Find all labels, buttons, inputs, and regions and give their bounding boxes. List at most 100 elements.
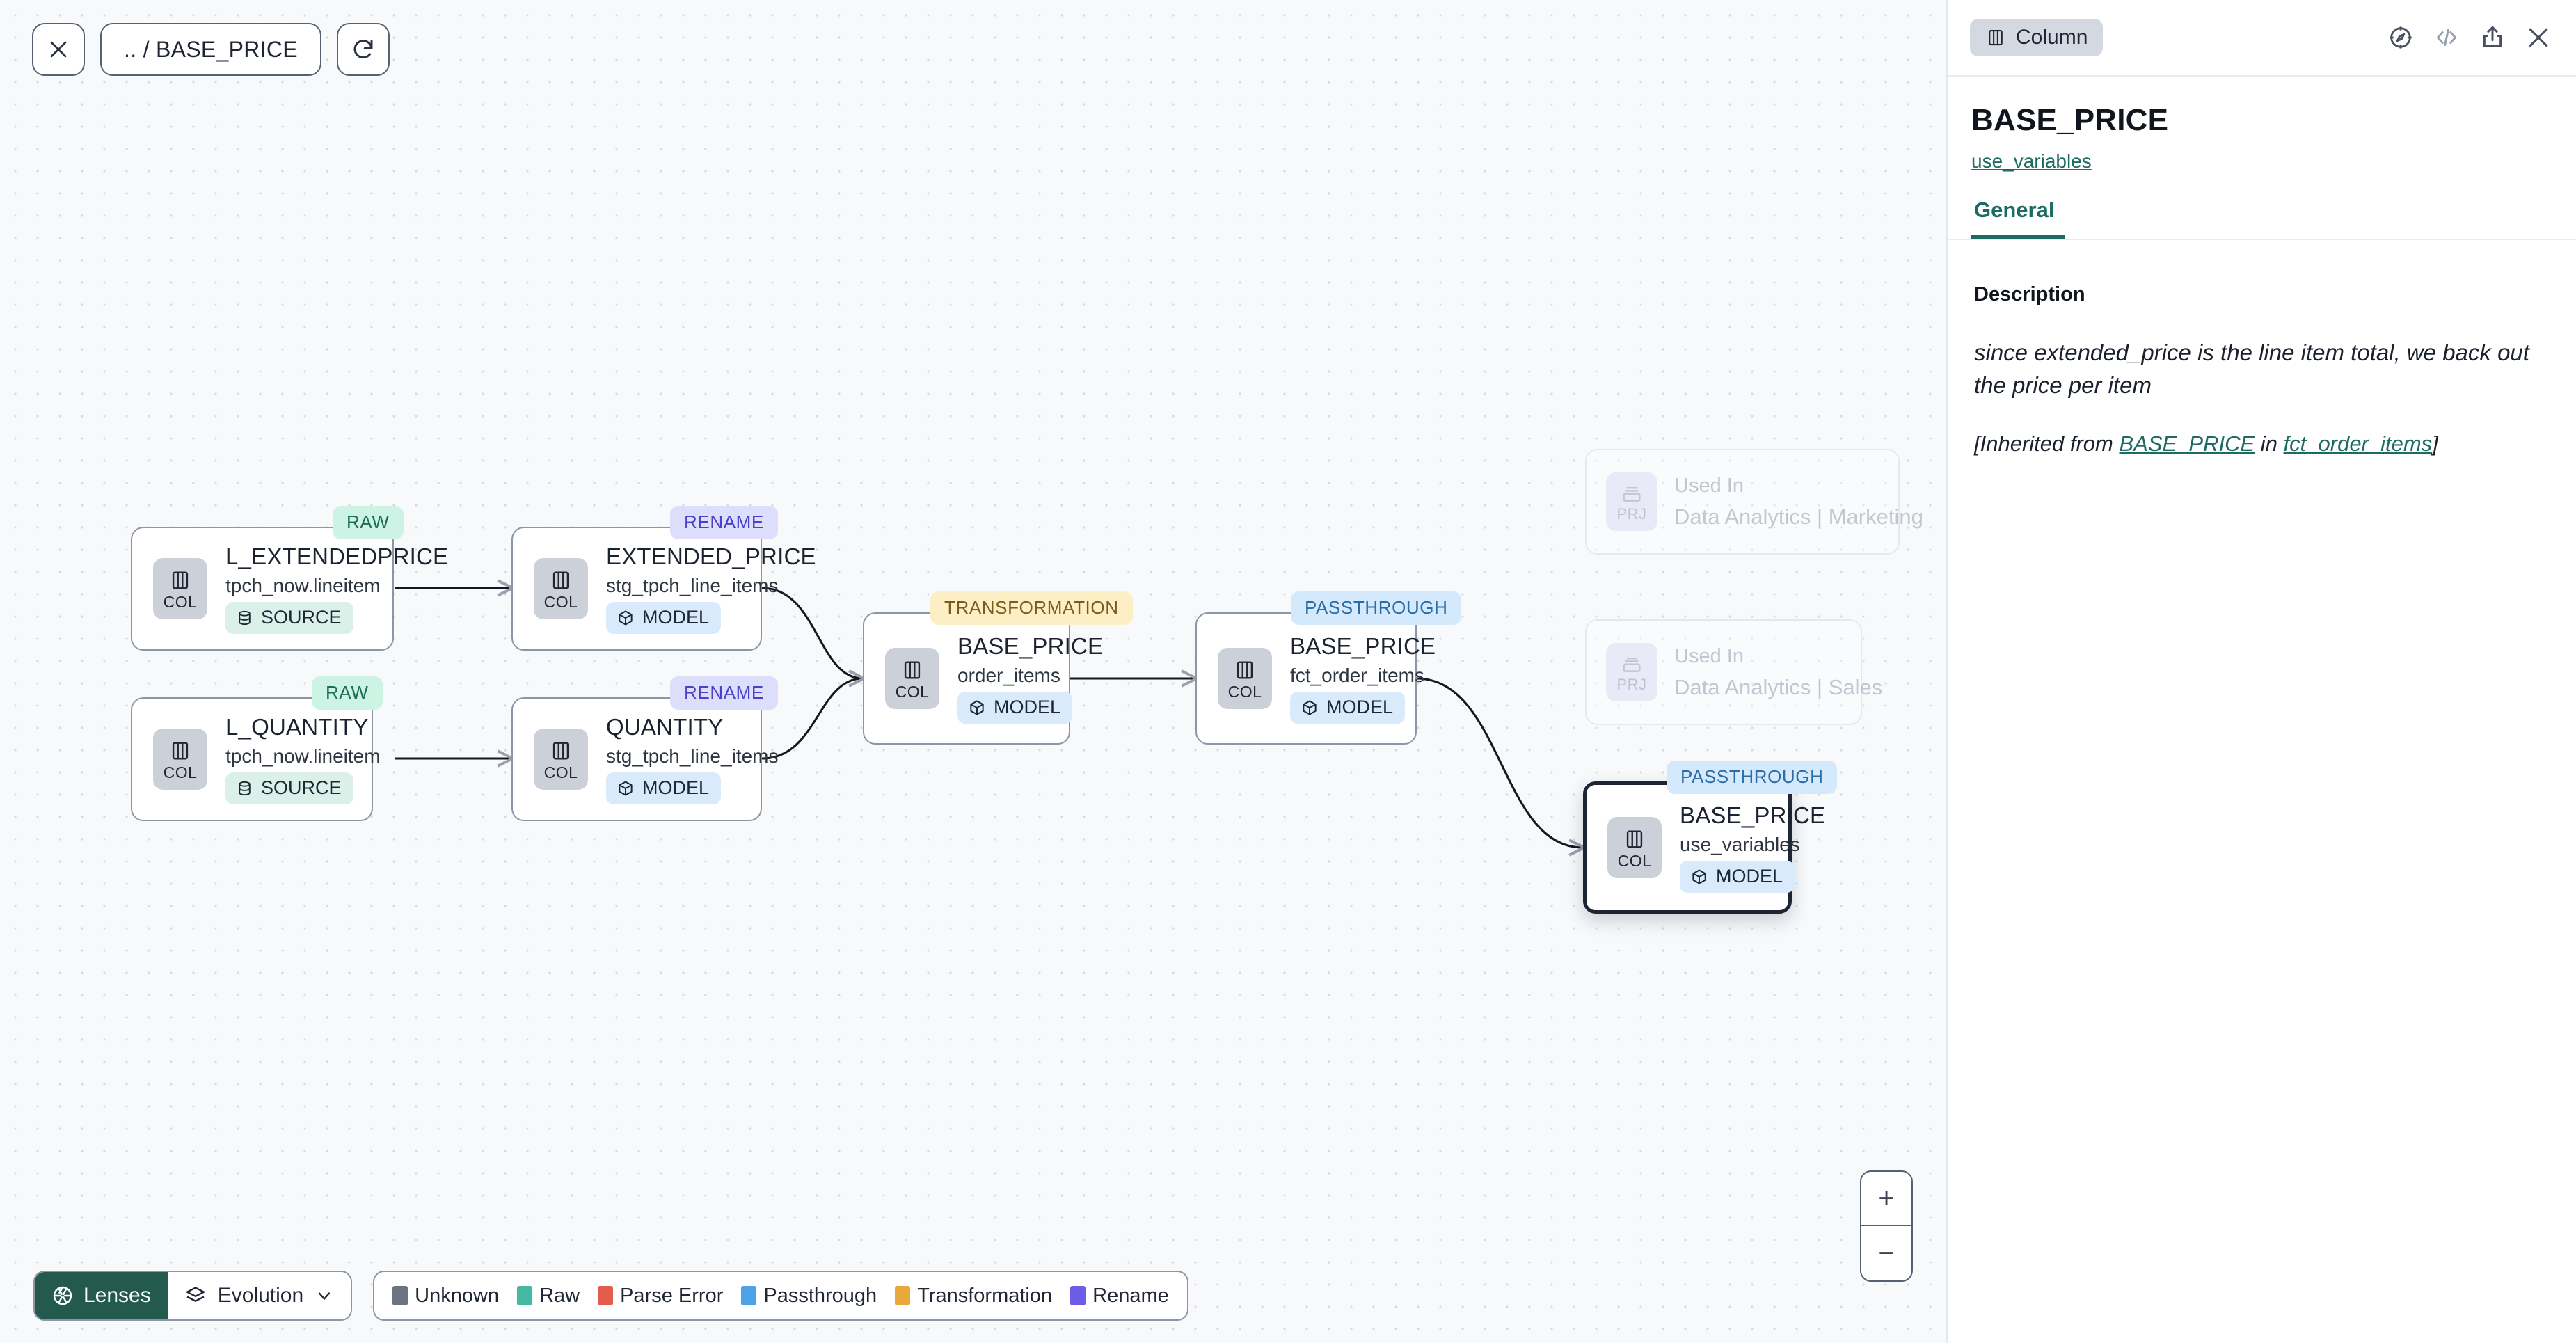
evolution-dropdown[interactable]: Evolution bbox=[167, 1272, 351, 1319]
column-icon bbox=[1237, 660, 1253, 679]
inherited-model-link[interactable]: fct_order_items bbox=[2283, 431, 2433, 456]
prj-badge: PRJ bbox=[1606, 643, 1657, 701]
column-icon bbox=[904, 660, 921, 679]
ghost-subtitle: Data Analytics | Marketing bbox=[1674, 504, 1923, 529]
legend-label: Passthrough bbox=[763, 1284, 877, 1307]
share-icon bbox=[2483, 26, 2502, 47]
inherited-column-link[interactable]: BASE_PRICE bbox=[2119, 431, 2255, 456]
chevron-down-icon bbox=[319, 1292, 331, 1300]
node-tag-rename: RENAME bbox=[670, 506, 778, 539]
node-type-badge: MODEL bbox=[606, 772, 722, 804]
lenses-label: Lenses bbox=[84, 1284, 151, 1307]
node-title: QUANTITY bbox=[606, 714, 724, 740]
ghost-card-used-in-marketing[interactable]: PRJ Used In Data Analytics | Marketing bbox=[1585, 449, 1923, 555]
column-icon bbox=[172, 571, 189, 589]
aperture-icon bbox=[53, 1286, 72, 1305]
node-type-badge: MODEL bbox=[957, 692, 1073, 724]
legend-item-raw: Raw bbox=[517, 1285, 580, 1308]
legend-swatch bbox=[392, 1286, 408, 1305]
node-title: L_QUANTITY bbox=[225, 714, 369, 740]
node-type-badge: SOURCE bbox=[225, 602, 353, 634]
share-button[interactable] bbox=[2479, 24, 2506, 51]
col-badge-label: COL bbox=[543, 763, 578, 781]
ghost-card-used-in-sales[interactable]: PRJ Used In Data Analytics | Sales bbox=[1585, 619, 1882, 725]
col-badge: COL bbox=[1607, 817, 1662, 878]
node-type-badge: MODEL bbox=[1680, 861, 1795, 893]
graph-node-base-price-fct-order-items[interactable]: COL BASE_PRICE fct_order_items MODEL bbox=[1195, 612, 1436, 745]
close-icon bbox=[2529, 28, 2548, 47]
column-icon bbox=[1626, 829, 1643, 848]
node-subtitle: stg_tpch_line_items bbox=[606, 575, 779, 596]
breadcrumb[interactable]: .. / BASE_PRICE bbox=[100, 23, 321, 76]
parent-model-link[interactable]: use_variables bbox=[1971, 150, 2092, 172]
evolution-label: Evolution bbox=[217, 1284, 304, 1307]
legend-swatch bbox=[895, 1286, 911, 1305]
col-badge: COL bbox=[534, 558, 588, 619]
graph-node-extended-price[interactable]: COL EXTENDED_PRICE stg_tpch_line_items M… bbox=[511, 527, 816, 651]
node-type-badge-label: MODEL bbox=[642, 777, 710, 798]
col-badge: COL bbox=[534, 729, 588, 790]
node-type-badge-label: MODEL bbox=[994, 697, 1061, 717]
zoom-controls: + − bbox=[1860, 1170, 1913, 1282]
code-button[interactable] bbox=[2433, 24, 2460, 51]
zoom-out-button[interactable]: − bbox=[1878, 1237, 1895, 1269]
node-tag-passthrough: PASSTHROUGH bbox=[1291, 591, 1462, 625]
node-subtitle: stg_tpch_line_items bbox=[606, 745, 779, 767]
cube-icon bbox=[619, 610, 633, 626]
entity-kind-chip[interactable]: Column bbox=[1970, 19, 2104, 56]
col-badge-label: COL bbox=[1617, 851, 1652, 870]
graph-node-l-extendedprice[interactable]: COL L_EXTENDEDPRICE tpch_now.lineitem SO… bbox=[131, 527, 448, 651]
node-type-badge-label: MODEL bbox=[1716, 866, 1783, 887]
legend-swatch bbox=[598, 1286, 614, 1305]
close-graph-button[interactable] bbox=[32, 23, 85, 76]
node-tag-transformation: TRANSFORMATION bbox=[930, 591, 1133, 625]
col-badge-label: COL bbox=[895, 682, 930, 701]
close-icon bbox=[50, 41, 67, 58]
close-panel-button[interactable] bbox=[2525, 24, 2552, 51]
graph-node-l-quantity[interactable]: COL L_QUANTITY tpch_now.lineitem SOURCE bbox=[131, 697, 381, 821]
description-text: since extended_price is the line item to… bbox=[1974, 340, 2529, 398]
legend-label: Rename bbox=[1092, 1284, 1169, 1307]
inherited-middle: in bbox=[2255, 431, 2284, 456]
lineage-canvas[interactable]: .. / BASE_PRICE bbox=[0, 0, 1946, 1343]
zoom-in-button[interactable]: + bbox=[1861, 1172, 1911, 1226]
node-type-badge: MODEL bbox=[1290, 692, 1406, 724]
legend-label: Parse Error bbox=[620, 1284, 724, 1307]
node-type-badge-label: SOURCE bbox=[261, 777, 342, 798]
bottom-toolbar: Lenses Evolution Unknown Raw Parse Error… bbox=[33, 1271, 1188, 1321]
ghost-title: Used In bbox=[1674, 644, 1744, 667]
compass-button[interactable] bbox=[2387, 24, 2415, 51]
legend-item-unknown: Unknown bbox=[392, 1285, 499, 1308]
col-badge: COL bbox=[153, 558, 207, 619]
column-icon bbox=[552, 571, 569, 589]
database-icon bbox=[239, 610, 251, 625]
node-subtitle: fct_order_items bbox=[1290, 665, 1424, 686]
details-panel-header: Column bbox=[1948, 0, 2576, 77]
node-tag-rename: RENAME bbox=[670, 676, 778, 710]
ghost-subtitle: Data Analytics | Sales bbox=[1674, 674, 1883, 699]
graph-node-base-price-use-variables[interactable]: COL BASE_PRICE use_variables MODEL bbox=[1583, 781, 1825, 914]
entity-kind-label: Column bbox=[2016, 26, 2088, 49]
lenses-button[interactable]: Lenses bbox=[35, 1272, 168, 1319]
details-panel-tabs: General bbox=[1948, 198, 2576, 240]
col-badge-label: COL bbox=[163, 592, 198, 611]
canvas-toolbar: .. / BASE_PRICE bbox=[32, 23, 390, 76]
layers-icon bbox=[1623, 658, 1641, 672]
panel-actions bbox=[2387, 24, 2552, 51]
column-icon bbox=[172, 741, 189, 760]
legend-swatch bbox=[741, 1286, 757, 1305]
col-badge: COL bbox=[153, 729, 207, 790]
graph-node-quantity[interactable]: COL QUANTITY stg_tpch_line_items MODEL bbox=[511, 697, 778, 821]
page-title: BASE_PRICE bbox=[1971, 103, 2169, 137]
node-subtitle: order_items bbox=[957, 665, 1060, 686]
node-title: BASE_PRICE bbox=[957, 633, 1104, 659]
refresh-button[interactable] bbox=[336, 23, 390, 76]
tab-general[interactable]: General bbox=[1971, 198, 2066, 239]
graph-node-base-price-order-items[interactable]: COL BASE_PRICE order_items MODEL bbox=[863, 612, 1103, 745]
node-title: L_EXTENDEDPRICE bbox=[225, 543, 449, 569]
legend-item-parse-error: Parse Error bbox=[598, 1285, 723, 1308]
details-panel-content: Description since extended_price is the … bbox=[1948, 240, 2576, 456]
cube-icon bbox=[619, 780, 633, 796]
details-panel: Column bbox=[1946, 0, 2576, 1343]
